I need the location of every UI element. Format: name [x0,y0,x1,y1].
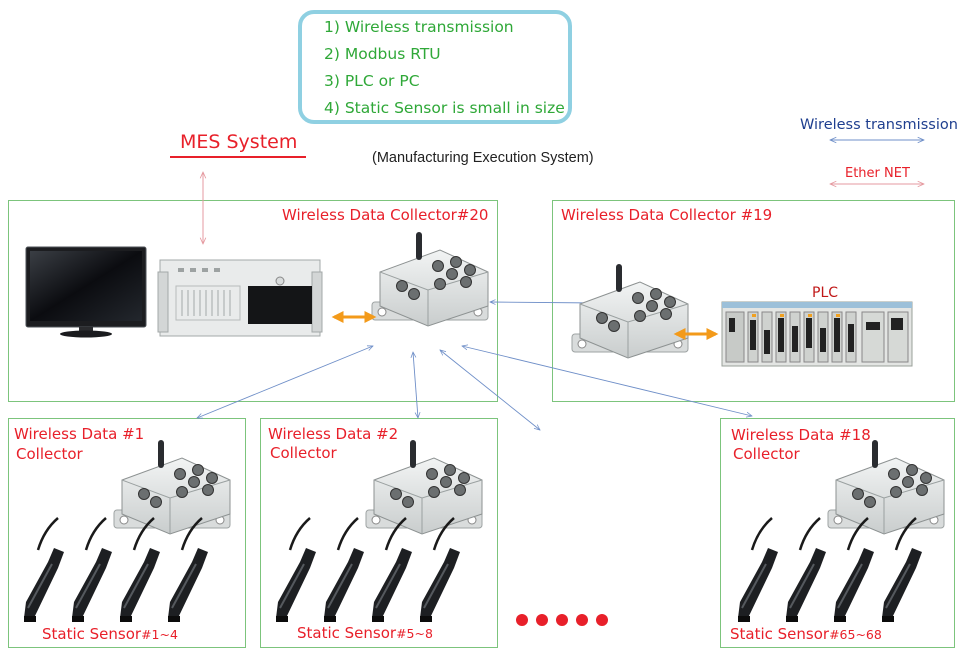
collector-19-group [552,200,955,402]
sensor-label-5-8: Static Sensor#5~8 [297,623,433,642]
sensor-label-65-68: Static Sensor#65~68 [730,624,882,643]
sensor-label-prefix: Static Sensor [42,625,142,643]
feature-item-1: 1) Wireless transmission [324,18,514,36]
legend-ethernet-label: Ether NET [845,166,910,181]
collector-18-group [720,418,955,648]
collector-2-label-line2: Collector [270,444,337,462]
mes-subtitle: (Manufacturing Execution System) [372,150,594,166]
collector-20-group [8,200,498,402]
collector-1-label-line2: Collector [16,445,83,463]
sensor-label-1-4: Static Sensor#1~4 [42,624,178,643]
feature-item-4: 4) Static Sensor is small in size [324,99,565,117]
sensor-label-prefix: Static Sensor [297,624,397,642]
collector-2-label-line1: Wireless Data #2 [268,425,399,443]
mes-underline [170,156,306,158]
plc-label: PLC [812,285,839,301]
legend-wireless-label: Wireless transmission [800,117,958,133]
ellipsis-dots [516,614,608,626]
sensor-label-range: #65~68 [829,627,882,642]
collector-18-label-line1: Wireless Data #18 [731,426,871,444]
collector-2-group [260,418,498,648]
sensor-label-range: #1~4 [141,627,178,642]
mes-system-title: MES System [180,131,298,153]
collector-19-label: Wireless Data Collector #19 [561,206,773,224]
collector-20-label: Wireless Data Collector#20 [282,206,489,224]
collector-1-group [8,418,246,648]
feature-item-2: 2) Modbus RTU [324,45,441,63]
features-box: 1) Wireless transmission 2) Modbus RTU 3… [298,10,572,124]
feature-item-3: 3) PLC or PC [324,72,420,90]
collector-18-label-line2: Collector [733,445,800,463]
collector-1-label-line1: Wireless Data #1 [14,425,145,443]
sensor-label-range: #5~8 [396,626,433,641]
sensor-label-prefix: Static Sensor [730,625,830,643]
